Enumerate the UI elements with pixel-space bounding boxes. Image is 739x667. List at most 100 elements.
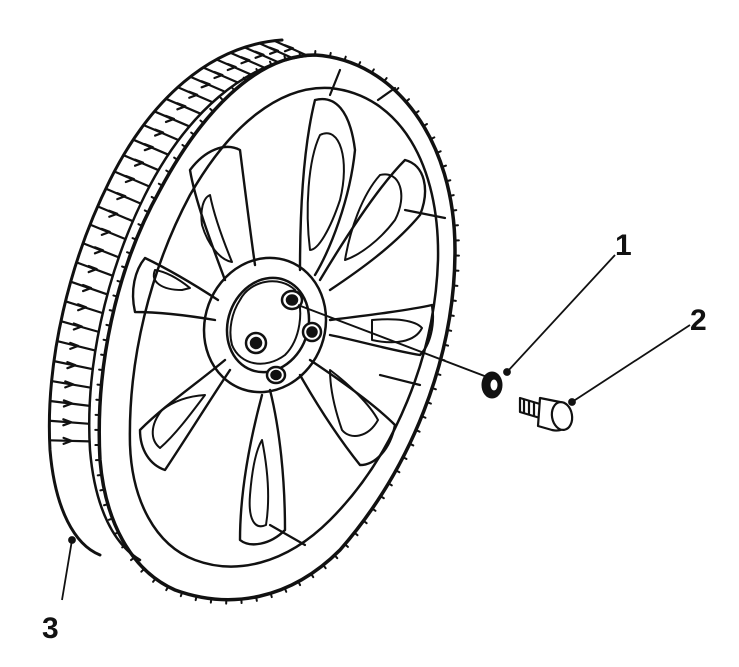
rim-tooth [190,131,196,136]
rim-tooth [297,580,302,587]
rim-tooth [370,68,375,74]
rim-tooth [199,119,205,125]
rim-tooth [343,55,347,62]
tread-block [124,174,135,184]
rim-ribs [268,68,447,547]
rim-tooth [157,182,164,187]
tread-block [108,209,119,218]
tread-block [176,102,187,111]
rim-tooth [140,567,146,573]
rim-tooth [194,595,198,602]
rim-tooth [179,591,184,598]
rim-tooth [209,597,213,604]
callout-leaders [61,254,691,601]
rim-tooth [181,143,187,149]
tread-block [62,418,73,427]
shoulder-bolt [518,396,574,432]
rim-tooth [126,251,132,255]
rim-tooth [108,309,115,313]
rim-tooth [328,51,332,58]
rim-tooth [408,442,415,447]
spoke-pockets [151,132,423,528]
rim-tooth [116,279,123,284]
tread-block [81,283,93,293]
tread-block [77,303,88,312]
rim-tooth [379,495,385,500]
rim-tooth [121,544,127,549]
rim-tooth [121,265,127,269]
tread-block [254,50,265,59]
rim-tooth [402,456,408,460]
rim-tooth [310,572,315,579]
tread-block [240,56,251,65]
rim-tooth [446,329,453,332]
spokes [131,97,434,546]
rim-tooth [129,556,136,562]
tread-block [62,436,73,445]
rim-tooth [435,372,442,376]
tread-block [268,46,280,55]
tread-block [226,62,237,72]
callout-label-3: 3 [42,612,59,645]
rim-tooth [255,595,258,602]
rim-tooth [230,86,236,92]
wheel [47,38,460,605]
tread-block [100,227,111,236]
rim-tooth [131,237,138,241]
tread-block [66,361,77,370]
tire-outer-edge [97,53,457,602]
rim-tooth [173,156,179,161]
rim-tooth [443,343,450,347]
rim-tooth [353,531,359,537]
rim-tooth [422,122,428,127]
callout-label-1: 1 [615,229,632,262]
rim-tooth [445,179,452,183]
rim-tooth [322,563,327,570]
rim-tooth [98,368,105,372]
rim-tooth [242,76,248,82]
rim-tooth [137,223,144,227]
callout-label-2: 2 [690,304,707,337]
rim-tooth [103,503,109,507]
tread-block [188,90,199,99]
rim-tooth [152,577,157,583]
rim-tooth [450,299,457,302]
rim-tooth [105,323,112,327]
tread-block [93,246,105,255]
rim-tooth [165,169,171,174]
rim-tooth [420,415,427,419]
rim-tooth [371,507,377,512]
washer [481,371,503,399]
tread-block [164,114,176,124]
rim-teeth [94,50,460,605]
rim-tooth [426,401,432,405]
tread-block [283,44,295,53]
rim-tooth [343,543,349,548]
rim-tooth [107,517,114,521]
tread-block [154,128,165,137]
tread-block [87,264,98,274]
rim-tooth [113,531,120,535]
rim-tooth [441,164,447,168]
rim-tooth [112,294,119,298]
rim-tooth [165,585,170,592]
rim-tooth [150,195,157,200]
rim-tooth [414,110,420,115]
rim-tooth [387,482,393,487]
tread-block [143,143,154,152]
tire-tread [47,38,317,562]
rim-tooth [268,60,273,67]
rim-tooth [394,469,401,474]
rim-tooth [448,194,455,197]
rim-tooth [383,77,388,83]
assembly-axis-line [297,304,496,381]
rim-tooth [435,150,442,154]
rim-tooth [404,98,410,103]
rim-tooth [209,107,215,113]
tread-block [72,322,83,331]
tread-block [133,158,145,167]
rim-tooth [448,314,455,317]
rim-tooth [283,54,287,61]
tread-block [64,380,75,389]
